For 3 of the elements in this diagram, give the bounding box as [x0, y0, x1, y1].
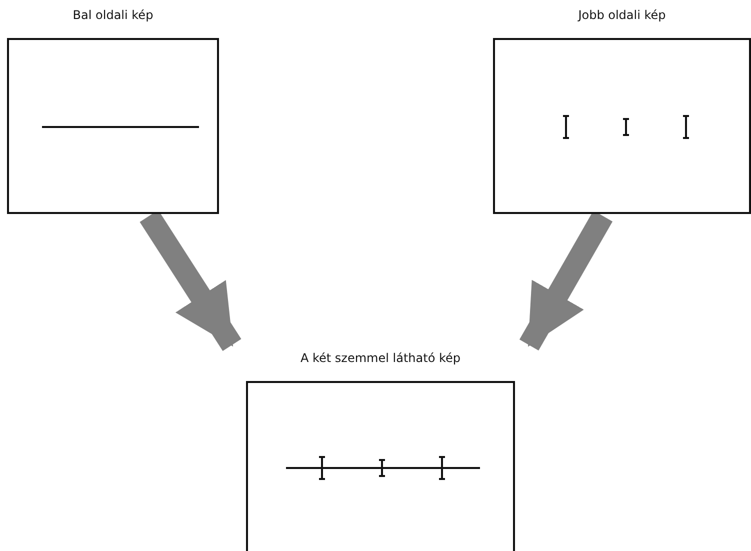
image-heading: A két szemmel látható kép	[299, 351, 462, 365]
image-heading: Bal oldali kép	[72, 8, 154, 22]
image-heading: Jobb oldali kép	[576, 8, 667, 22]
